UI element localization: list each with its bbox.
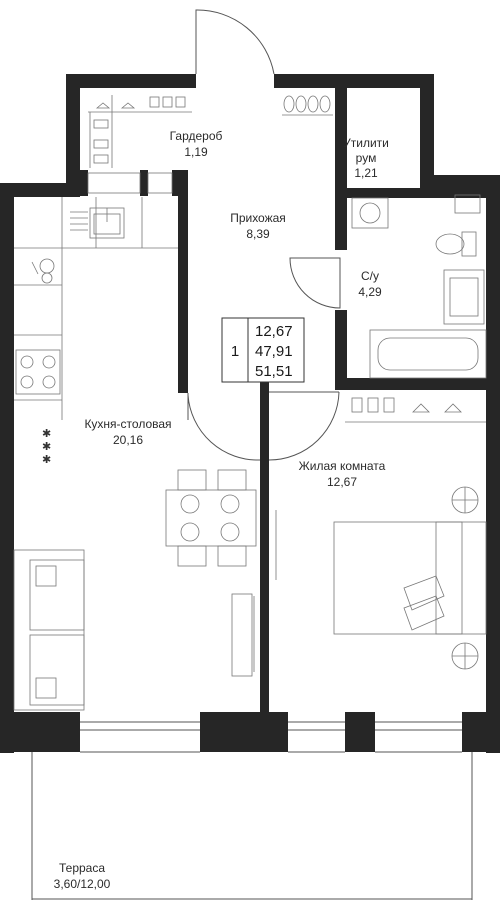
svg-text:1,19: 1,19 [184, 145, 208, 159]
living-area-value: 12,67 [255, 323, 293, 340]
svg-text:Жилая комната: Жилая комната [299, 459, 386, 473]
svg-text:8,39: 8,39 [246, 227, 270, 241]
svg-text:4,29: 4,29 [358, 285, 382, 299]
svg-text:✱: ✱ [42, 440, 51, 453]
room-label-hall: Прихожая 8,39 [230, 211, 286, 241]
windows [80, 172, 481, 753]
svg-text:✱: ✱ [42, 427, 51, 440]
cooktop-asterisk-icon: ✱ ✱ ✱ [42, 427, 51, 466]
sink-icon [443, 269, 485, 325]
svg-text:12,67: 12,67 [327, 475, 357, 489]
room-label-kitchen: Кухня-столовая 20,16 [84, 417, 171, 447]
doors [187, 9, 341, 461]
room-label-living: Жилая комната 12,67 [299, 459, 386, 489]
svg-text:Утилити: Утилити [343, 136, 389, 150]
svg-text:✱: ✱ [42, 453, 51, 466]
sofa-icon [13, 549, 85, 711]
interior-walls [80, 88, 486, 712]
nightstand-lamp-icon [451, 486, 479, 670]
dish-drainer-icon [70, 211, 88, 231]
coffee-machine-icon [31, 258, 55, 284]
total-with-terrace-value: 51,51 [255, 363, 293, 380]
svg-text:Прихожая: Прихожая [230, 211, 286, 225]
toilet-icon [435, 231, 477, 257]
svg-text:3,60/12,00: 3,60/12,00 [54, 877, 111, 891]
bathtub-icon [369, 329, 487, 379]
room-label-bath: С/у 4,29 [358, 269, 382, 299]
svg-text:С/у: С/у [361, 269, 379, 283]
svg-text:рум: рум [356, 151, 377, 165]
room-label-wardrobe: Гардероб 1,19 [170, 129, 223, 159]
terrace-outline [31, 752, 473, 900]
shelf-boxes-icon [149, 96, 186, 108]
stove-icon [15, 349, 61, 395]
tv-icon [231, 510, 277, 677]
svg-text:Гардероб: Гардероб [170, 129, 223, 143]
exterior-walls [0, 74, 500, 753]
area-summary-box: 1 12,67 47,91 51,51 [221, 317, 305, 383]
svg-text:20,16: 20,16 [113, 433, 143, 447]
svg-text:1,21: 1,21 [354, 166, 378, 180]
total-area-value: 47,91 [255, 343, 293, 360]
dining-table-icon [165, 469, 257, 567]
kitchen-counter [14, 197, 178, 420]
kitchen-sink-icon [89, 207, 125, 239]
bed-icon [333, 521, 487, 635]
room-label-utility: Утилити рум 1,21 [343, 136, 389, 180]
wardrobe-top-icon [345, 397, 486, 423]
svg-text:Терраса: Терраса [59, 861, 105, 875]
svg-text:Кухня-столовая: Кухня-столовая [84, 417, 171, 431]
hanger-icon [95, 102, 136, 109]
wardrobe-rack [88, 95, 192, 168]
shoes-icon [282, 95, 333, 116]
washing-machine-icon [351, 197, 389, 229]
rooms-count: 1 [231, 343, 239, 360]
room-label-terrace: Терраса 3,60/12,00 [54, 861, 111, 891]
